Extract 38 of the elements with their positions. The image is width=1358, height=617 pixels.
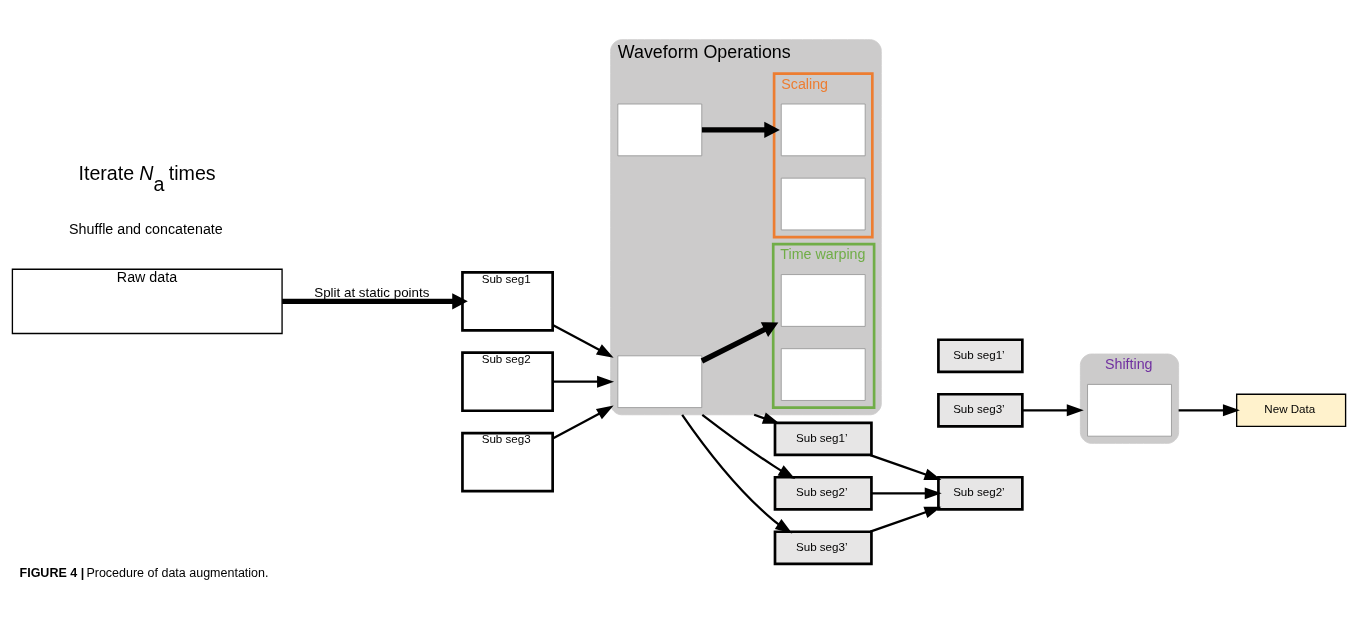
cluster: Shifting bbox=[1079, 353, 1180, 444]
cluster: Time warping bbox=[771, 242, 876, 409]
arrow bbox=[681, 414, 793, 534]
arrow bbox=[1022, 404, 1084, 417]
arrow bbox=[552, 324, 614, 358]
arrow bbox=[701, 413, 796, 479]
arrow bbox=[701, 121, 780, 139]
arrow bbox=[871, 487, 942, 500]
edge-label: Split at static points bbox=[314, 284, 430, 300]
label: Shuffle and concatenate bbox=[69, 221, 223, 238]
arrow bbox=[552, 405, 614, 440]
node-box: Sub seg2 bbox=[461, 351, 554, 413]
node-box: Raw data bbox=[11, 268, 283, 335]
arrow bbox=[753, 412, 780, 424]
node-box: Sub seg1 bbox=[461, 271, 554, 332]
arrow bbox=[282, 293, 468, 310]
node-box: Sub seg2’ bbox=[773, 475, 873, 511]
node-box bbox=[617, 355, 703, 409]
arrow bbox=[1178, 404, 1240, 417]
node-box: Sub seg3’ bbox=[937, 392, 1024, 428]
node-box bbox=[780, 103, 866, 157]
node-box bbox=[780, 177, 866, 231]
node-box: Sub seg1’ bbox=[937, 338, 1024, 374]
arrow bbox=[869, 454, 942, 480]
node-box: Sub seg3’ bbox=[773, 530, 873, 566]
arrow bbox=[869, 506, 942, 533]
arrow bbox=[700, 322, 779, 364]
node-box bbox=[780, 274, 866, 327]
node-box: Sub seg1’ bbox=[773, 421, 873, 457]
node-box bbox=[617, 103, 703, 157]
node-box bbox=[1087, 383, 1172, 437]
node-box: Sub seg3 bbox=[461, 431, 554, 493]
node-box bbox=[780, 348, 866, 401]
arrow bbox=[552, 375, 615, 388]
node-box: New Data bbox=[1236, 393, 1347, 428]
caption: FIGURE 4 | Procedure of data augmentation. bbox=[19, 565, 269, 580]
node-box: Sub seg2’ bbox=[937, 475, 1024, 511]
cluster: Scaling bbox=[772, 72, 874, 239]
